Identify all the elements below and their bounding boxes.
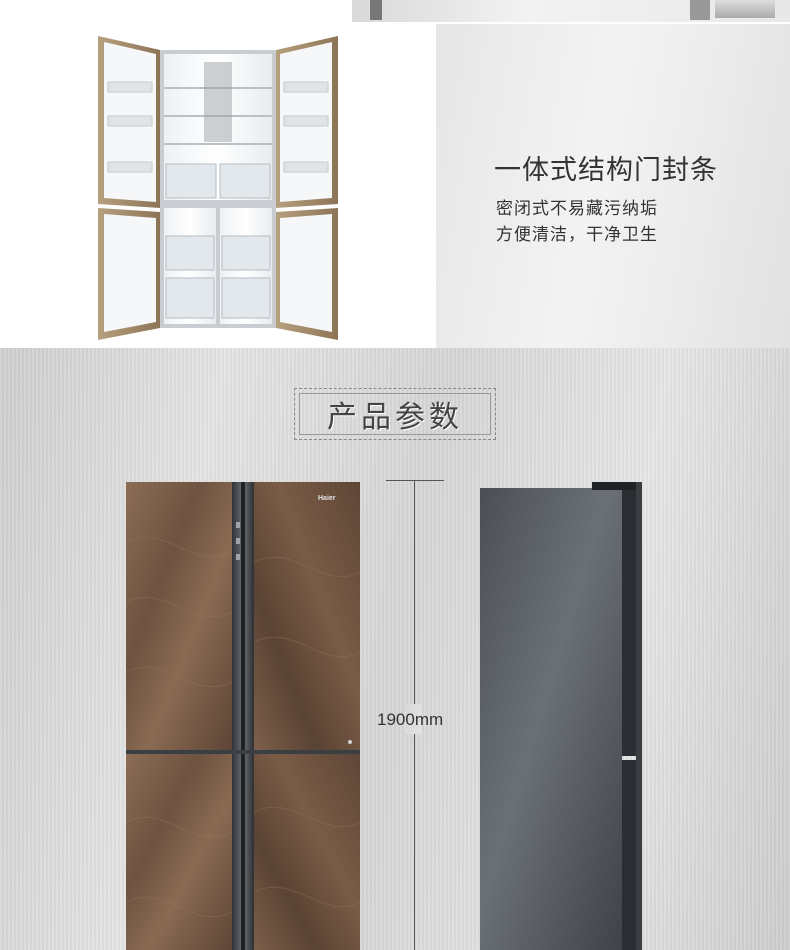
previous-section-detail — [715, 0, 775, 18]
open-fridge-image — [98, 36, 338, 340]
fridge-side-view — [480, 482, 642, 950]
section-title-inner-frame: 产品参数 — [299, 393, 491, 435]
fridge-front-view: Haier — [125, 482, 361, 950]
feature-description-line-1: 密闭式不易藏污纳垢 — [496, 199, 658, 219]
height-dimension-label: 1900mm — [377, 710, 444, 729]
dimension-tick — [386, 480, 444, 481]
product-specs-section: 产品参数 — [0, 348, 790, 950]
section-title-frame: 产品参数 — [294, 388, 496, 440]
previous-section-detail — [690, 0, 710, 20]
feature-text-panel — [436, 24, 790, 348]
dimension-line-gap — [406, 704, 422, 734]
previous-section-strip — [0, 0, 790, 24]
feature-title: 一体式结构门封条 — [494, 155, 718, 186]
brand-logo: Haier — [318, 495, 336, 502]
section-title: 产品参数 — [327, 400, 463, 435]
previous-section-image — [352, 0, 790, 22]
previous-section-detail — [370, 0, 382, 20]
feature-description-line-2: 方便清洁，干净卫生 — [496, 225, 658, 245]
door-seal-feature-section: 一体式结构门封条 密闭式不易藏污纳垢 方便清洁，干净卫生 — [0, 24, 790, 348]
